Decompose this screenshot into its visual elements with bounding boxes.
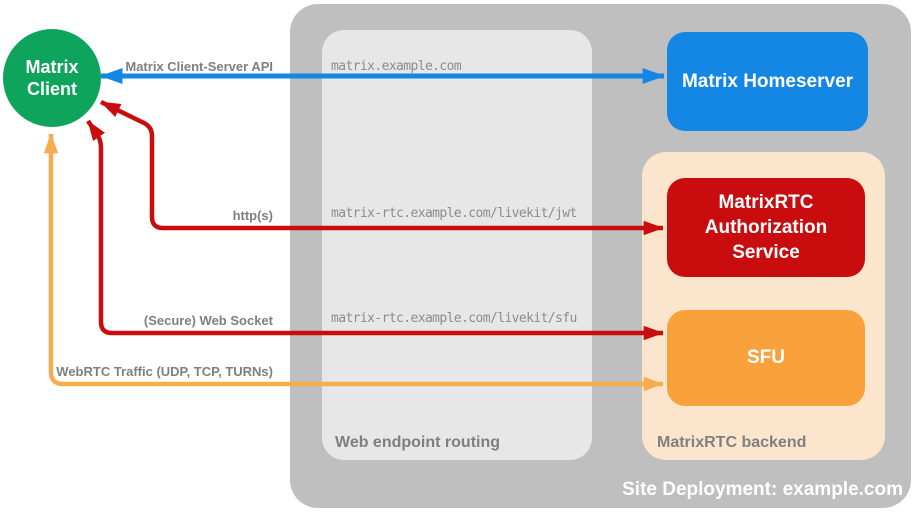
sfu-label: SFU <box>747 347 785 369</box>
websocket-arrow-label: (Secure) Web Socket <box>143 313 273 328</box>
matrixrtc-authorization-service-label: MatrixRTC Authorization Service <box>704 191 828 264</box>
endpoint-url-livekit-jwt: matrix-rtc.example.com/livekit/jwt <box>331 206 577 221</box>
matrixrtc-authorization-service-node: MatrixRTC Authorization Service <box>667 178 865 277</box>
sfu-node: SFU <box>667 310 865 406</box>
endpoint-url-livekit-sfu: matrix-rtc.example.com/livekit/sfu <box>331 311 577 326</box>
matrix-homeserver-node: Matrix Homeserver <box>667 32 868 131</box>
endpoint-url-homeserver: matrix.example.com <box>331 59 462 74</box>
web-endpoint-routing-box <box>322 30 592 460</box>
matrix-client-node: Matrix Client <box>3 29 101 127</box>
site-deployment-caption: Site Deployment: example.com <box>622 479 903 500</box>
web-endpoint-routing-caption: Web endpoint routing <box>335 434 501 451</box>
matrix-homeserver-label: Matrix Homeserver <box>681 70 854 92</box>
https-arrow-label: http(s) <box>232 208 273 223</box>
matrixrtc-backend-caption: MatrixRTC backend <box>657 434 807 451</box>
webrtc-traffic-arrow-label: WebRTC Traffic (UDP, TCP, TURNs) <box>56 364 273 379</box>
client-server-api-arrow-label: Matrix Client-Server API <box>125 59 273 74</box>
matrix-client-label: Matrix Client <box>25 56 79 100</box>
